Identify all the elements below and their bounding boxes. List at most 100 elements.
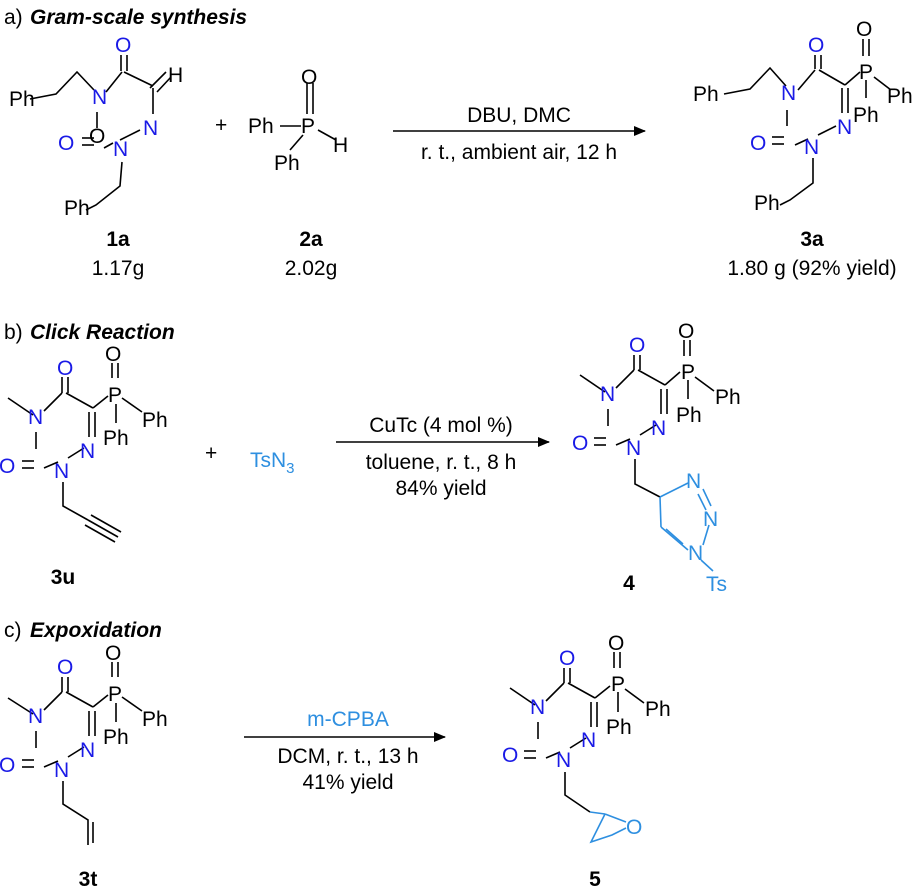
n-atom: N: [54, 460, 69, 483]
o-atom-ring: O: [89, 125, 105, 148]
ph-label: Ph: [9, 88, 35, 111]
compound-4-structure: N O O P Ph Ph N O N N N N Ts: [572, 320, 741, 596]
o-atom: O: [559, 647, 575, 670]
compound-2a-amount: 2.02g: [285, 257, 338, 280]
h-atom: H: [333, 134, 348, 157]
section-c-prefix: c): [4, 619, 22, 642]
o-atom: O: [105, 343, 121, 366]
ph-label: Ph: [887, 85, 913, 108]
reagent-tsn3: TsN3: [250, 449, 295, 477]
o-atom: O: [301, 66, 317, 89]
conditions-a-top: DBU, DMC: [467, 104, 571, 127]
n-atom: N: [530, 696, 545, 719]
o-atom: O: [678, 320, 694, 343]
n-atom: N: [651, 417, 666, 440]
plus-sign: +: [215, 114, 227, 137]
p-atom: P: [108, 384, 122, 407]
section-a-title: Gram-scale synthesis: [30, 6, 247, 29]
n-atom: N: [143, 117, 158, 140]
section-b-title: Click Reaction: [30, 321, 175, 344]
n-atom: N: [781, 82, 796, 105]
compound-2a-label: 2a: [299, 228, 323, 251]
conditions-b-yield: 84% yield: [395, 477, 486, 500]
n-atom: N: [28, 406, 43, 429]
n-atom-triazole: N: [686, 470, 701, 493]
p-atom: P: [681, 361, 695, 384]
ph-label: Ph: [715, 386, 741, 409]
compound-3a-amount: 1.80 g (92% yield): [727, 257, 896, 280]
n-atom: N: [28, 705, 43, 728]
conditions-c-bottom: DCM, r. t., 13 h: [277, 745, 418, 768]
o-atom: O: [58, 132, 74, 155]
n-atom-triazole: N: [688, 542, 703, 565]
compound-3a-structure: Ph N O O P Ph Ph N O N Ph: [693, 18, 913, 215]
n-atom: N: [837, 116, 852, 139]
ph-label: Ph: [693, 83, 719, 106]
n-atom: N: [92, 86, 107, 109]
ts-group: Ts: [706, 573, 727, 596]
section-a-prefix: a): [4, 6, 23, 29]
compound-3u-structure: N O O P Ph Ph N O N: [0, 343, 168, 543]
ph-label: Ph: [103, 427, 129, 450]
h-atom: H: [168, 64, 183, 87]
ph-label: Ph: [142, 409, 168, 432]
conditions-a-bottom: r. t., ambient air, 12 h: [421, 141, 617, 164]
conditions-b-bottom: toluene, r. t., 8 h: [366, 451, 517, 474]
conditions-b-top: CuTc (4 mol %): [369, 414, 513, 437]
compound-1a-label: 1a: [106, 228, 130, 251]
o-atom-epoxide: O: [626, 816, 642, 839]
p-atom: P: [108, 683, 122, 706]
ph-label: Ph: [676, 404, 702, 427]
ph-label: Ph: [64, 197, 90, 220]
compound-1a-structure: Ph N O H N O O N Ph: [9, 34, 183, 220]
compound-3u-label: 3u: [51, 566, 76, 589]
section-c-title: Expoxidation: [30, 619, 162, 642]
p-atom: P: [301, 115, 315, 138]
ph-label: Ph: [606, 716, 632, 739]
conditions-c-top: m-CPBA: [307, 708, 389, 731]
n-atom: N: [600, 383, 615, 406]
p-atom: P: [611, 673, 625, 696]
n-atom: N: [54, 759, 69, 782]
compound-3t-structure: N O O P Ph Ph N O N: [0, 642, 168, 845]
n-atom: N: [556, 749, 571, 772]
o-atom: O: [105, 642, 121, 665]
compound-4-label: 4: [623, 572, 635, 595]
compound-1a-amount: 1.17g: [92, 257, 145, 280]
n-atom: N: [113, 138, 128, 161]
n-atom-triazole: N: [703, 508, 718, 531]
p-atom: P: [859, 61, 873, 84]
plus-sign: +: [205, 442, 217, 465]
compound-3t-label: 3t: [79, 868, 98, 891]
n-atom: N: [626, 437, 641, 460]
conditions-c-yield: 41% yield: [302, 771, 393, 794]
ph-label: Ph: [142, 708, 168, 731]
o-atom: O: [502, 744, 518, 767]
compound-3a-label: 3a: [800, 228, 824, 251]
ph-label: Ph: [853, 104, 879, 127]
ph-label: Ph: [645, 698, 671, 721]
o-atom: O: [57, 357, 73, 380]
ph-label: Ph: [754, 192, 780, 215]
o-atom: O: [808, 34, 824, 57]
section-b-prefix: b): [4, 321, 23, 344]
n-atom: N: [804, 136, 819, 159]
o-atom: O: [572, 432, 588, 455]
n-atom: N: [80, 739, 95, 762]
n-atom: N: [581, 729, 596, 752]
o-atom: O: [750, 132, 766, 155]
o-atom: O: [608, 632, 624, 655]
o-atom: O: [115, 34, 131, 57]
ph-label: Ph: [248, 115, 274, 138]
n-atom: N: [80, 440, 95, 463]
ph-label: Ph: [274, 152, 300, 175]
compound-5-structure: N O O P Ph Ph N O N O: [502, 632, 671, 844]
o-atom: O: [0, 754, 15, 777]
compound-2a-structure: O Ph P H Ph: [248, 66, 348, 175]
o-atom: O: [856, 18, 872, 41]
o-atom: O: [57, 656, 73, 679]
o-atom: O: [629, 334, 645, 357]
compound-5-label: 5: [589, 868, 601, 891]
o-atom: O: [0, 455, 15, 478]
